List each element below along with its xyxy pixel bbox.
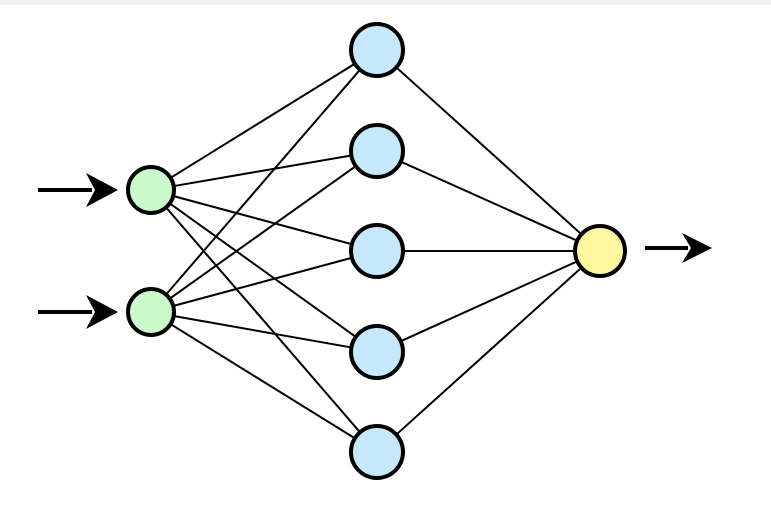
output-arrow <box>645 233 712 263</box>
edge-h-1-to-out-1 <box>394 65 584 237</box>
edge-h-5-to-out-1 <box>394 265 584 437</box>
edges-group <box>163 61 584 441</box>
node-h-3[interactable] <box>349 223 405 279</box>
node-h-2[interactable] <box>349 123 405 179</box>
arrows-group <box>38 173 712 329</box>
edge-in-2-to-h-1 <box>163 67 363 297</box>
edge-in-1-to-h-3 <box>171 194 355 246</box>
input-arrow-top <box>38 173 118 207</box>
input-arrow-bottom-head <box>86 295 118 329</box>
edge-in-2-to-h-3 <box>171 256 355 308</box>
node-h-1[interactable] <box>349 22 405 78</box>
nodes-group <box>126 22 627 480</box>
hidden-layer <box>349 22 405 480</box>
input-arrow-top-head <box>86 173 118 207</box>
output-layer <box>573 224 627 278</box>
edge-in-1-to-h-4 <box>167 201 359 339</box>
node-out-1[interactable] <box>573 224 627 278</box>
edge-in-2-to-h-5 <box>168 322 358 441</box>
edge-h-2-to-out-1 <box>398 159 580 243</box>
node-in-1[interactable] <box>126 165 176 215</box>
edge-in-2-to-h-2 <box>167 164 359 301</box>
edge-in-1-to-h-1 <box>168 61 358 180</box>
edge-in-2-to-h-4 <box>171 314 354 349</box>
top-band <box>0 0 771 5</box>
input-layer <box>126 165 176 337</box>
input-arrow-bottom <box>38 295 118 329</box>
edge-in-1-to-h-2 <box>171 154 354 188</box>
node-h-4[interactable] <box>349 324 405 380</box>
node-h-5[interactable] <box>349 424 405 480</box>
output-arrow-head <box>682 233 712 263</box>
edge-in-1-to-h-5 <box>163 205 363 435</box>
edge-h-4-to-out-1 <box>398 259 580 344</box>
node-in-2[interactable] <box>126 287 176 337</box>
